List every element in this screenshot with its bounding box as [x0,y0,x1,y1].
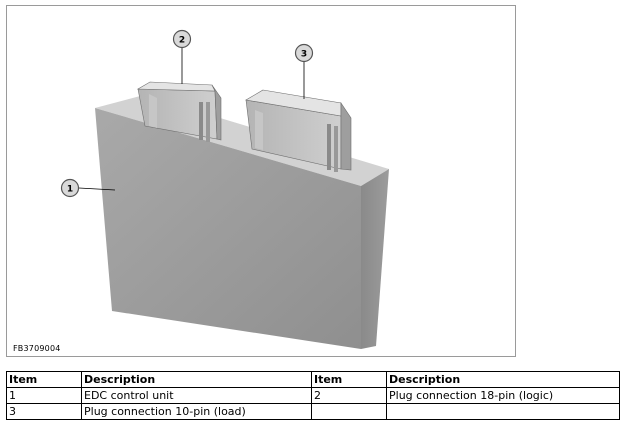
item-description: Plug connection 18-pin (logic) [386,387,620,404]
table-row: 3 Plug connection 10-pin (load) [6,403,620,420]
header-item: Item [311,371,387,388]
edc-unit-illustration: 1 2 3 [60,29,389,349]
svg-text:1: 1 [67,185,73,195]
legend-table: Item Description Item Description 1 EDC … [6,371,620,420]
item-description: Plug connection 10-pin (load) [81,403,312,420]
plug-connector-18pin [136,81,222,142]
callout-leader-1 [78,187,116,191]
table-row: 1 EDC control unit 2 Plug connection 18-… [6,387,620,404]
item-number: 3 [6,403,82,420]
header-description: Description [81,371,312,388]
callout-2: 2 [172,29,192,49]
callout-3: 3 [294,43,314,63]
item-number: 1 [6,387,82,404]
callout-1: 1 [60,178,80,198]
box-side-face [361,169,389,349]
item-number [311,403,387,420]
header-item: Item [6,371,82,388]
header-description: Description [386,371,620,388]
box-front-face [95,108,361,349]
svg-text:2: 2 [179,36,185,46]
diagram-frame: 1 2 3 FB3709004 [6,5,516,357]
plug-connector-10pin [245,89,352,172]
item-number: 2 [311,387,387,404]
item-description [386,403,620,420]
legend-header-row: Item Description Item Description [6,371,620,388]
figure-id: FB3709004 [13,344,61,353]
svg-text:3: 3 [301,50,307,60]
item-description: EDC control unit [81,387,312,404]
